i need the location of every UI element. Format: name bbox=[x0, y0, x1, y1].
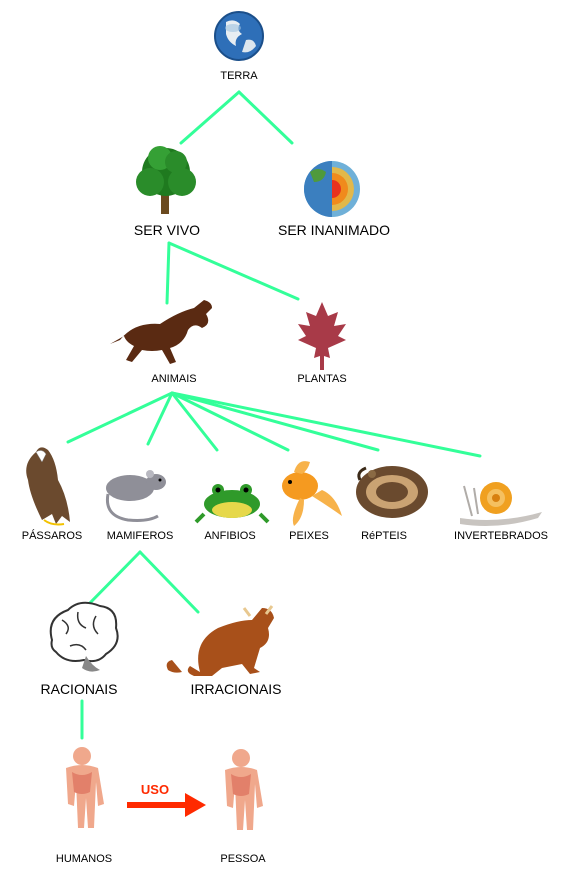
node-terra-label: TERRA bbox=[220, 70, 257, 82]
edge-servivo-plantas bbox=[169, 243, 298, 299]
snake-icon bbox=[356, 466, 428, 518]
node-ser-vivo-label: SER VIVO bbox=[134, 222, 200, 238]
edge-servivo-animais bbox=[167, 243, 169, 303]
node-irracionais-label: IRRACIONAIS bbox=[190, 681, 281, 697]
brain-icon bbox=[51, 603, 118, 672]
node-anfibios-label: ANFIBIOS bbox=[204, 530, 255, 542]
node-mamiferos-label: MAMIFEROS bbox=[107, 530, 174, 542]
human-body-icon bbox=[225, 749, 263, 830]
goldfish-icon bbox=[282, 461, 342, 526]
edge-animais-passaros bbox=[68, 393, 172, 442]
maple-leaf-icon bbox=[298, 302, 346, 370]
edge-mamiferos-racionais bbox=[85, 552, 140, 608]
node-repteis-label: RéPTEIS bbox=[361, 530, 407, 542]
snail-icon bbox=[460, 482, 542, 526]
edge-animais-mamiferos bbox=[148, 393, 172, 444]
node-pessoa-label: PESSOA bbox=[220, 853, 265, 865]
tree-icon bbox=[136, 146, 196, 214]
node-invertebrados-label: INVERTEBRADOS bbox=[454, 530, 548, 542]
edge-terra-servivo bbox=[181, 92, 239, 143]
node-ser-inanimado-label: SER INANIMADO bbox=[278, 222, 390, 238]
edge-mamiferos-irracionais bbox=[140, 552, 198, 612]
node-passaros-label: PÁSSAROS bbox=[22, 530, 83, 542]
connector-lines bbox=[68, 92, 480, 738]
globe-icon bbox=[215, 12, 263, 60]
human-body-icon bbox=[66, 747, 104, 828]
node-animais-label: ANIMAIS bbox=[151, 373, 196, 385]
horse-icon bbox=[110, 300, 212, 364]
frog-icon bbox=[196, 484, 268, 522]
edge-animais-repteis bbox=[172, 393, 378, 450]
edge-terra-serinanimado bbox=[239, 92, 292, 143]
node-peixes-label: PEIXES bbox=[289, 530, 329, 542]
eagle-icon bbox=[26, 447, 70, 524]
bull-icon bbox=[167, 606, 274, 676]
uso-edge-label: USO bbox=[141, 782, 169, 797]
node-plantas-label: PLANTAS bbox=[297, 373, 346, 385]
node-racionais-label: RACIONAIS bbox=[40, 681, 117, 697]
rat-icon bbox=[106, 470, 166, 521]
node-humanos-label: HUMANOS bbox=[56, 853, 112, 865]
earth-layers-icon bbox=[304, 161, 360, 217]
edge-animais-invertebrados bbox=[172, 393, 480, 456]
